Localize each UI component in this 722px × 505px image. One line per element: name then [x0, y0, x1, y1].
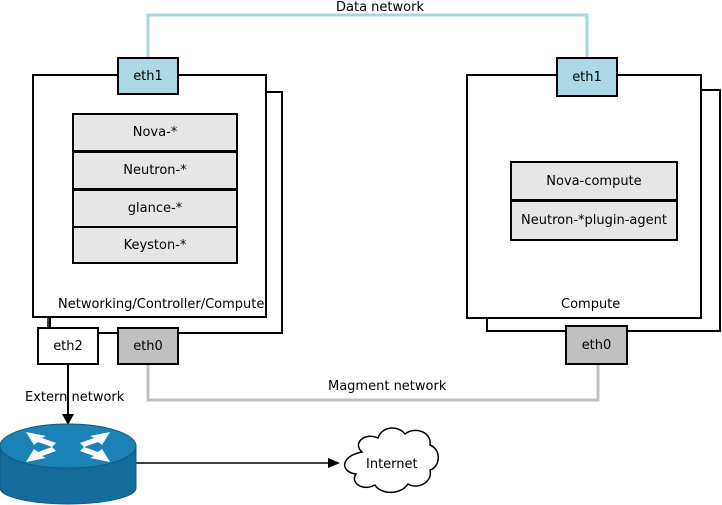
service-nova-compute: Nova-compute [510, 161, 678, 201]
controller-eth2-port: eth2 [37, 327, 99, 365]
service-glance: glance-* [72, 189, 238, 228]
service-neutron: Neutron-* [72, 151, 238, 190]
controller-node-label: Networking/Controller/Compute [58, 297, 265, 312]
internet-arrowhead [328, 458, 340, 468]
internet-cloud-icon [344, 427, 439, 494]
controller-eth1-port: eth1 [117, 57, 179, 95]
mgmt-network-label: Magment network [328, 379, 447, 394]
extern-arrowhead [62, 414, 74, 425]
internet-label: Internet [366, 457, 418, 472]
service-nova: Nova-* [72, 113, 238, 152]
service-keystone: Keyston-* [72, 226, 238, 264]
compute-eth1-port: eth1 [556, 57, 618, 97]
data-network-label: Data network [336, 0, 424, 15]
mgmt-network-link [146, 364, 600, 402]
compute-eth0-port: eth0 [565, 325, 628, 365]
controller-eth0-port: eth0 [117, 327, 179, 365]
data-network-link [146, 13, 589, 58]
extern-network-label: Extern network [25, 390, 125, 405]
service-neutron-agent: Neutron-*plugin-agent [510, 200, 678, 241]
router-icon [0, 423, 137, 505]
compute-node-label: Compute [561, 297, 621, 312]
